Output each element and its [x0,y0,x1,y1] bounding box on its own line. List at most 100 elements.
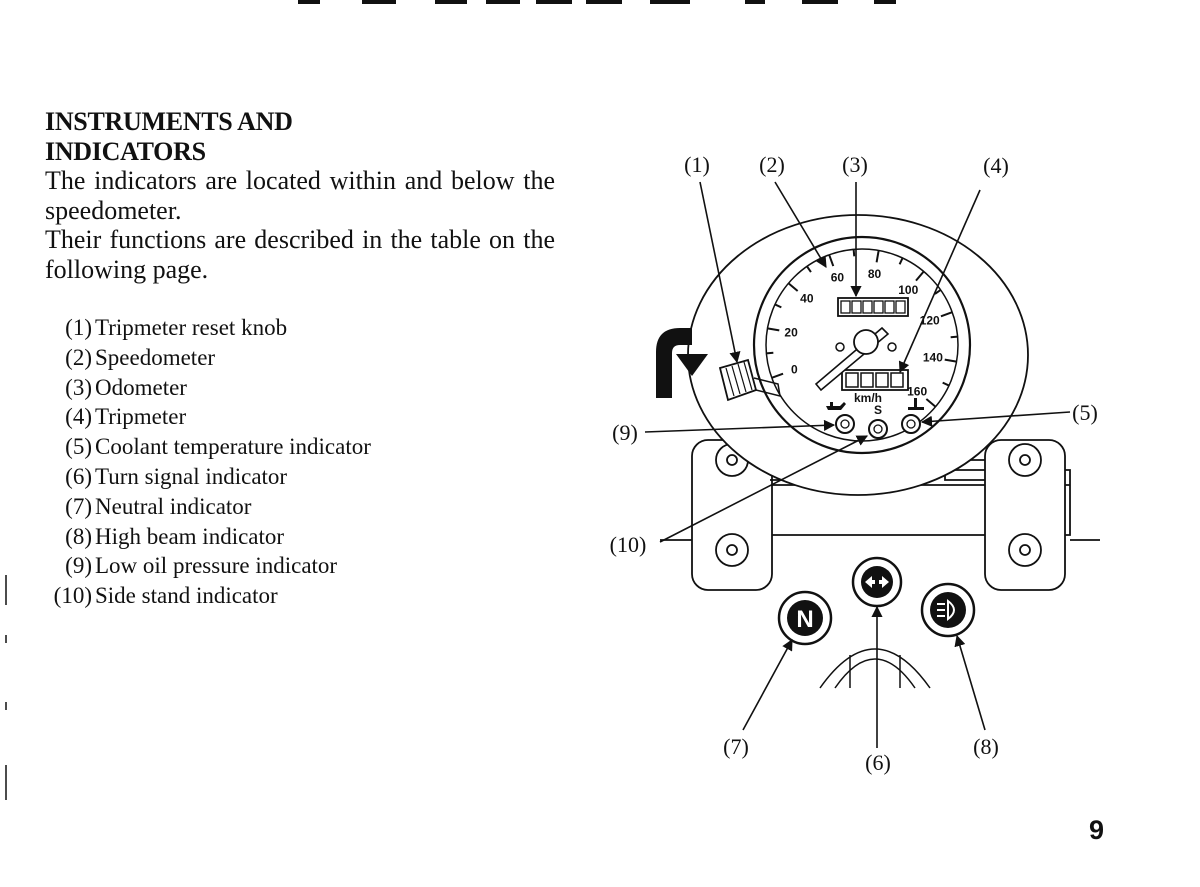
speed-scale-label: 0 [791,363,798,377]
handlebar-assembly [660,439,1100,591]
legend-label: Odometer [95,374,187,400]
neutral-symbol: N [796,606,813,633]
low-oil-pressure-lamp [835,414,855,434]
parts-legend: (1)Tripmeter reset knob (2)Speedometer (… [45,313,371,611]
legend-number: (3) [65,374,92,400]
speed-scale-label: 100 [898,283,918,297]
speed-scale-label: 40 [800,292,814,306]
oil-can-icon [826,402,846,410]
callout-4: (4) [983,153,1009,178]
speed-scale-label: 20 [784,325,798,339]
callout-8: (8) [973,734,999,759]
speed-scale [766,249,958,408]
legend-item: (1)Tripmeter reset knob [45,313,371,343]
side-stand-symbol: S [874,403,882,417]
speed-tick [787,282,799,292]
legend-item: (9)Low oil pressure indicator [45,551,371,581]
legend-number: (7) [65,493,92,519]
legend-label: Speedometer [95,344,216,370]
speed-tick [950,335,958,339]
intro-paragraph: The indicators are located within and be… [45,166,555,225]
callout-6: (6) [865,750,891,775]
high-beam-icon [937,598,955,622]
legend-label: Tripmeter [95,404,187,430]
legend-item: (5)Coolant temperature indicator [45,432,371,462]
callout-10: (10) [610,532,647,557]
speed-tick [771,372,784,379]
speed-scale-label: 80 [868,267,882,281]
turn-signal-icon [865,576,889,588]
speed-tick [934,289,942,295]
high-beam-lamp [920,582,976,638]
speed-tick [915,270,925,282]
legend-number: (6) [65,463,92,489]
speed-tick [944,358,957,363]
speed-tick [767,327,780,332]
speed-tick [766,351,774,355]
speed-tick [774,303,782,309]
callout-9: (9) [612,420,638,445]
page-number: 9 [1089,815,1105,845]
legend-item: (8)High beam indicator [45,522,371,552]
legend-label: High beam indicator [95,523,285,549]
side-stand-lamp [868,419,888,439]
tripmeter-display [841,369,909,391]
neutral-lamp: N [777,590,833,646]
speed-unit-label: km/h [854,391,882,405]
legend-number: (8) [65,523,92,549]
legend-number: (4) [65,404,92,430]
callout-5: (5) [1072,400,1098,425]
legend-item: (2)Speedometer [45,343,371,373]
legend-number: (2) [65,344,92,370]
reset-knob-icon [718,358,781,402]
rotation-arrow-icon [656,328,708,398]
margin-marks [5,575,7,800]
legend-number: (1) [65,315,92,340]
callout-7: (7) [723,734,749,759]
speed-tick [852,249,856,257]
legend-label: Low oil pressure indicator [95,553,338,579]
legend-number: (5) [65,434,92,460]
intro-paragraph: Their functions are described in the tab… [45,225,555,284]
legend-number: (10) [53,583,92,609]
legend-label: Side stand indicator [95,583,278,609]
speed-tick [806,265,812,273]
legend-number: (9) [65,553,92,579]
legend-label: Neutral indicator [95,493,252,519]
speed-scale-label: 60 [831,270,845,284]
heading-line-2: INDICATORS [45,137,206,166]
speed-tick [940,311,953,318]
right-clamp [984,439,1066,591]
legend-label: Coolant temperature indicator [95,434,371,460]
odometer-display [837,297,909,317]
coolant-temperature-lamp [901,414,921,434]
speed-tick [875,250,880,263]
top-border-marks [298,0,896,4]
speed-scale-label: 140 [923,351,943,365]
speed-scale-label: 160 [907,384,927,398]
legend-item: (3)Odometer [45,373,371,403]
turn-signal-lamp [851,556,903,608]
callout-3: (3) [842,152,868,177]
speed-tick [942,381,950,387]
speedometer-needle [814,326,890,392]
callout-1: (1) [684,152,710,177]
fork-nut [819,648,931,689]
heading-line-1: INSTRUMENTS AND [45,107,293,136]
section-heading: INSTRUMENTS AND INDICATORS [45,107,293,167]
legend-label: Turn signal indicator [95,463,288,489]
legend-label: Tripmeter reset knob [95,315,288,340]
legend-item: (7)Neutral indicator [45,492,371,522]
legend-item: (10)Side stand indicator [45,581,371,611]
speed-tick [828,254,835,267]
leader-lines [644,181,1071,748]
legend-item: (4)Tripmeter [45,402,371,432]
callout-2: (2) [759,152,785,177]
speed-tick [898,257,904,265]
speed-tick [925,398,937,408]
intro-text: The indicators are located within and be… [45,166,555,284]
thermometer-icon [908,398,924,410]
